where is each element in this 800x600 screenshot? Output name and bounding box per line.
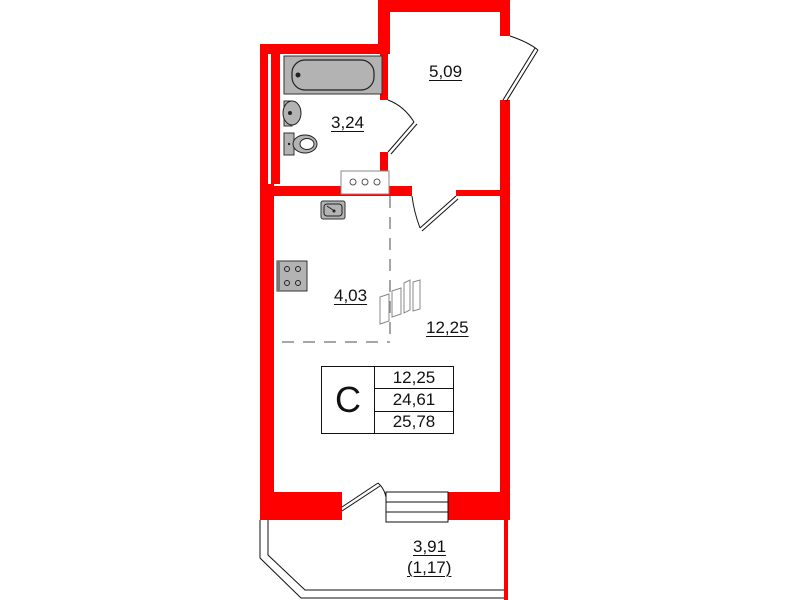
bathtub-icon (283, 55, 383, 95)
folding-partition (379, 279, 421, 325)
room-area-balcony: 3,91 (413, 537, 447, 556)
apartment-type: С (322, 367, 375, 433)
walls (260, 0, 510, 600)
toilet-icon (283, 132, 318, 156)
ventilation-box-icon (340, 170, 390, 195)
balcony-door (341, 482, 387, 512)
room-area-balcony-coefficient: (1,17) (407, 558, 452, 577)
total-with-balcony-value: 25,78 (392, 412, 436, 432)
entrance-door (502, 35, 539, 103)
living-room-door (411, 195, 459, 232)
balcony-outline (259, 520, 504, 599)
room-area-kitchen: 4,03 (334, 286, 368, 305)
bathroom-sink-icon (282, 100, 302, 127)
kitchen-sink-icon (320, 200, 346, 220)
kitchen-zone-boundary (282, 196, 391, 343)
room-area-hallway: 5,09 (429, 62, 463, 81)
total-area-value: 24,61 (375, 389, 453, 412)
bathroom-door (387, 99, 418, 155)
balcony-window (385, 491, 449, 523)
apartment-legend: С 12,25 24,61 25,78 (321, 366, 454, 434)
room-area-bathroom: 3,24 (331, 113, 365, 132)
room-area-living: 12,25 (426, 318, 469, 337)
living-area-value: 12,25 (375, 367, 453, 390)
stove-icon (276, 260, 308, 292)
